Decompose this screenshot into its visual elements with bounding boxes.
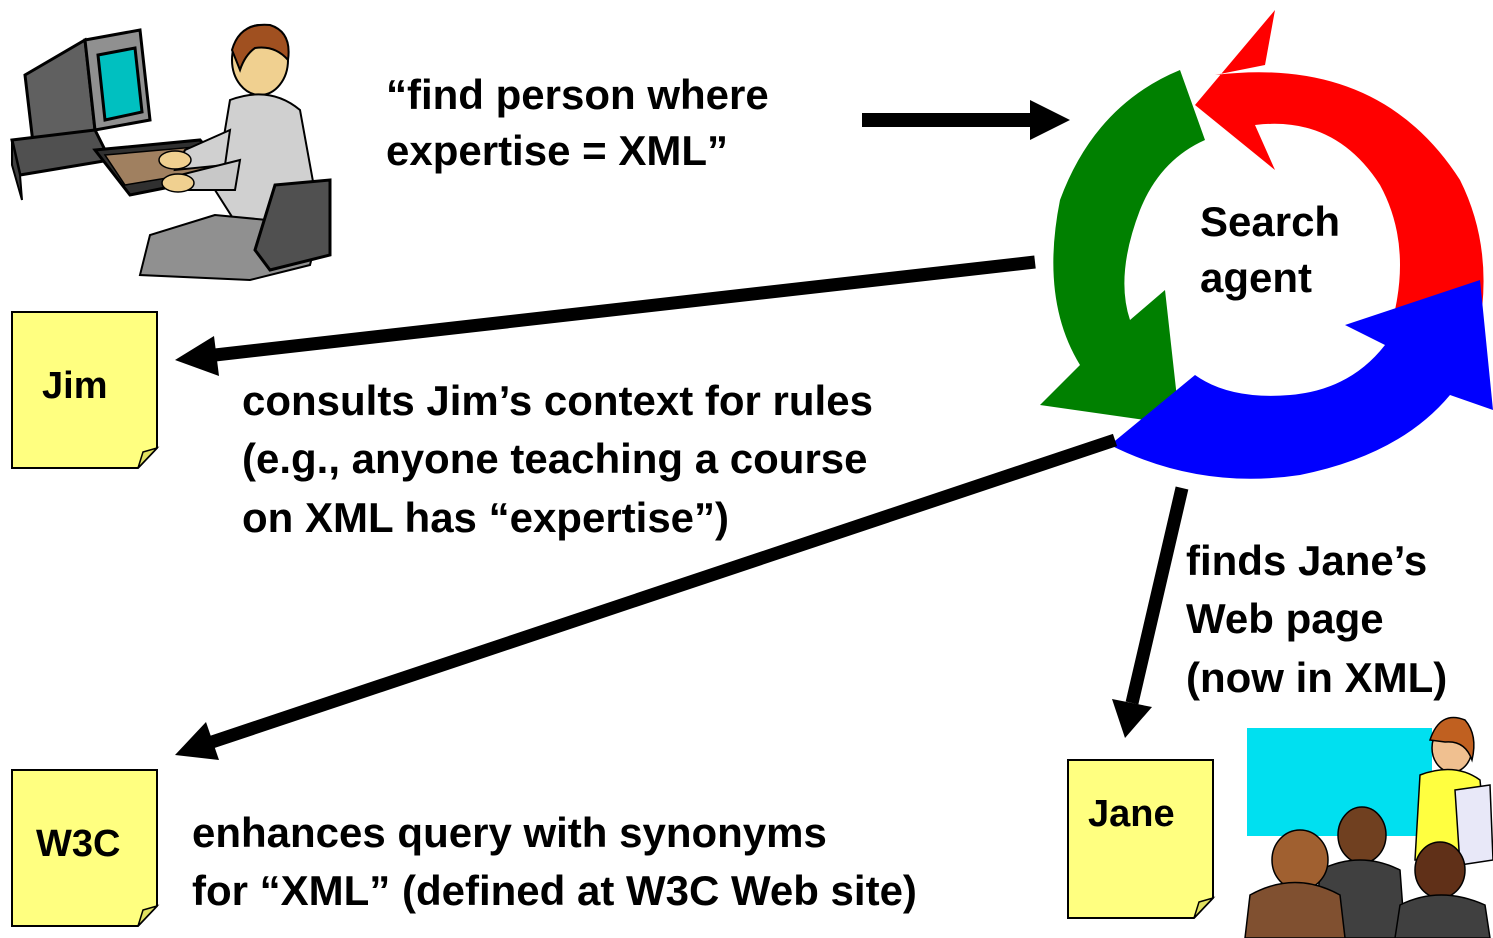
w3c-arrow [175,433,1118,760]
jim-step-line-2: (e.g., anyone teaching a course [242,435,868,483]
jane-arrow [1112,486,1189,738]
w3c-note [11,769,160,927]
query-line-2: expertise = XML” [386,127,728,175]
jane-note-label: Jane [1088,793,1175,835]
jim-step-line-3: on XML has “expertise”) [242,493,730,541]
classroom-illustration [1244,716,1493,938]
query-line-1: “find person where [386,71,769,118]
w3c-step-text: enhances query with synonyms for “XML” (… [192,808,917,917]
agent-line-2: agent [1200,254,1313,302]
w3c-step-line-1: enhances query with synonyms [192,809,827,856]
w3c-step-line-2: for “XML” (defined at W3C Web site) [192,867,917,915]
jane-step-line-2: Web page [1186,595,1384,643]
jim-note-label: Jim [42,365,108,407]
jim-step-text: consults Jim’s context for rules (e.g., … [242,376,873,543]
search-agent-cycle-icon [1040,10,1493,479]
jane-step-line-3: (now in XML) [1186,653,1448,701]
jane-note [1067,759,1216,919]
jim-step-line-1: consults Jim’s context for rules [242,377,873,424]
jim-note [11,311,160,469]
query-arrow [862,100,1070,140]
person-at-computer-illustration [10,23,332,282]
query-text: “find person where expertise = XML” [386,70,769,177]
agent-line-1: Search [1200,198,1341,245]
jane-step-text: finds Jane’s Web page (now in XML) [1186,536,1447,703]
jane-step-line-1: finds Jane’s [1186,537,1428,584]
jim-arrow [175,255,1036,376]
search-agent-label: Search agent [1200,197,1340,304]
w3c-note-label: W3C [36,823,121,865]
